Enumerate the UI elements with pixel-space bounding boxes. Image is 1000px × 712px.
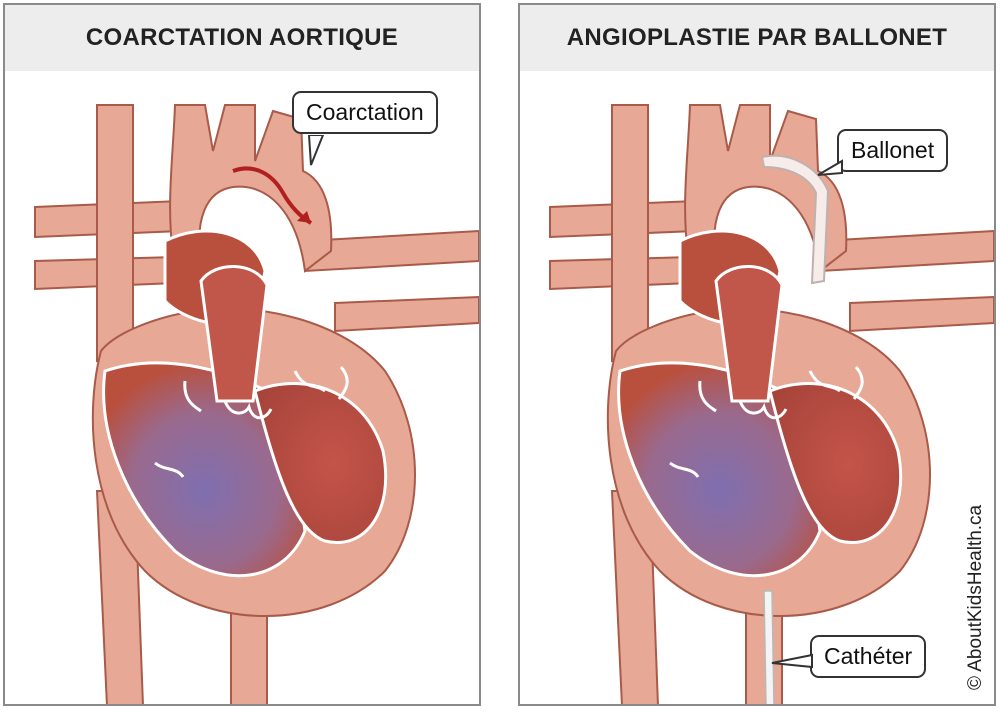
coarctation-label: Coarctation [292, 91, 438, 134]
callout-pointer [307, 135, 325, 166]
pulmonary-trunk [199, 265, 269, 403]
aortic-arch [684, 104, 848, 273]
balloon-catheter-icon [760, 154, 830, 285]
panel-header: COARCTATION AORTIQUE [5, 5, 479, 71]
pulmonary-vessel [334, 295, 479, 333]
blood-flow-arrow-icon [232, 166, 313, 225]
panel-title: COARCTATION AORTIQUE [85, 24, 399, 51]
catheter-label: Cathéter [810, 635, 927, 678]
panel-title: ANGIOPLASTIE PAR BALLONET [566, 24, 948, 51]
superior-vena-cava [611, 104, 649, 363]
callout-pointer [817, 159, 843, 176]
arrowhead-icon [297, 211, 311, 223]
heart-illustration-icon [549, 104, 994, 704]
callout-pointer [771, 653, 813, 669]
copyright-text: © AboutKidsHealth.ca [965, 504, 986, 690]
balloon-label: Ballonet [837, 129, 949, 172]
pulmonary-trunk [714, 265, 784, 403]
aortic-arch [169, 104, 333, 273]
left-ventricle [253, 382, 388, 544]
panel-angioplasty: ANGIOPLASTIE PAR BALLONET [518, 3, 996, 706]
panel-header: ANGIOPLASTIE PAR BALLONET [520, 5, 994, 71]
superior-vena-cava [96, 104, 134, 363]
heart-illustration-icon [34, 104, 479, 704]
panel-coarctation: COARCTATION AORTIQUE [3, 3, 481, 706]
valve-leaflets [669, 366, 864, 478]
catheter-icon [763, 590, 775, 704]
left-ventricle [768, 382, 903, 544]
pulmonary-vessel [849, 295, 994, 333]
valve-leaflets [154, 366, 349, 478]
